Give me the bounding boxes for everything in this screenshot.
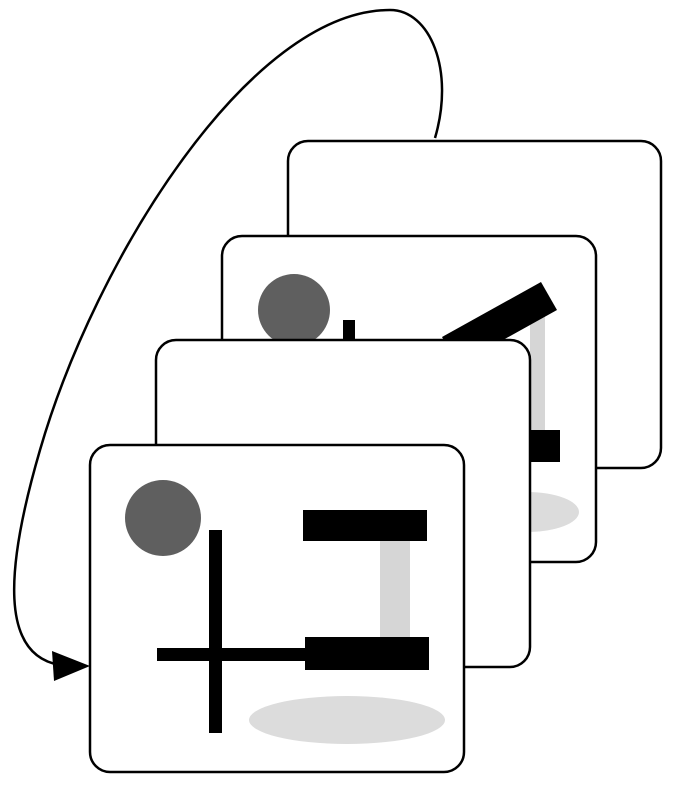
- base-bar: [305, 637, 429, 670]
- support-post: [380, 540, 410, 640]
- ball-icon: [125, 480, 201, 556]
- loop-arrow-icon: [12, 8, 444, 667]
- cross-icon: [157, 530, 307, 733]
- arrowhead-icon: [52, 651, 90, 681]
- shadow-ellipse: [249, 696, 445, 744]
- frame-1: [88, 443, 466, 774]
- support-post: [530, 315, 545, 460]
- ball-icon: [258, 274, 330, 346]
- top-bar: [303, 510, 427, 541]
